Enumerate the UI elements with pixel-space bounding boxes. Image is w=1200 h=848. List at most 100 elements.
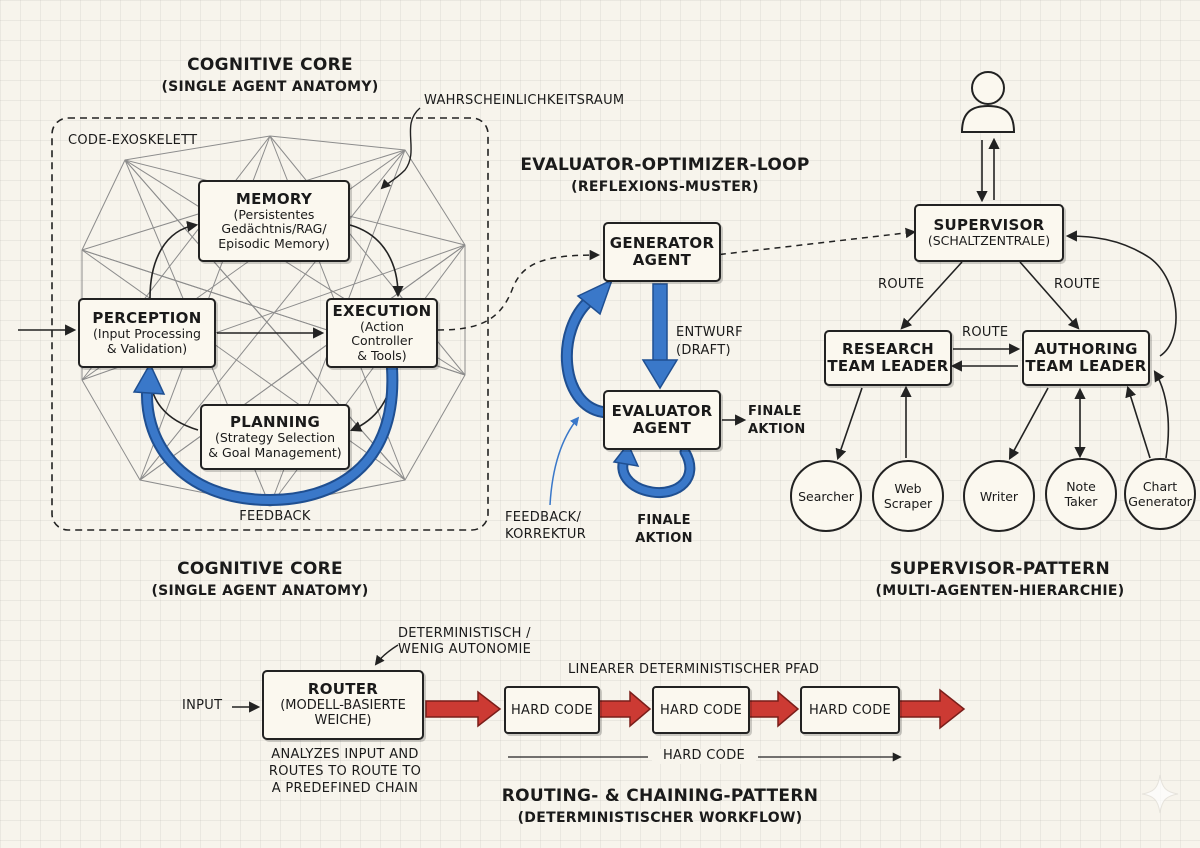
- evaluator-line: EVALUATOR: [611, 401, 713, 420]
- worker-label: Searcher: [798, 488, 854, 504]
- feedback-correction-line: FEEDBACK/: [505, 510, 582, 525]
- execution-title: EXECUTION: [332, 301, 432, 320]
- generator-to-supervisor-link: [697, 227, 917, 258]
- authoring-leader-line: AUTHORING: [1034, 339, 1138, 358]
- chain-red-arrows: [425, 688, 966, 730]
- supervisor-to-authoring-arrow: [1019, 261, 1080, 330]
- planning-desc-line: (Strategy Selection: [214, 430, 335, 446]
- worker-web-scraper: Web Scraper: [872, 460, 944, 532]
- user-icon: [960, 71, 1016, 133]
- probability-space-label: WAHRSCHEINLICHKEITSRAUM: [424, 93, 625, 108]
- route-label-left: ROUTE: [878, 277, 925, 292]
- final-action-bottom-line: AKTION: [635, 531, 693, 546]
- router-description-line: ROUTES TO ROUTE TO: [268, 764, 422, 779]
- worker-label: Generator: [1128, 494, 1192, 509]
- route-label-middle: ROUTE: [962, 325, 1009, 340]
- perception-box: PERCEPTION (Input Processing & Validatio…: [78, 298, 216, 368]
- worker-chart-generator: Chart Generator: [1124, 458, 1196, 530]
- code-exoskeleton-label: CODE-EXOSKELETT: [68, 133, 198, 148]
- memory-desc-line: Gedächtnis/RAG/: [221, 221, 327, 237]
- evaluator-agent-box: EVALUATOR AGENT: [603, 390, 721, 450]
- route-label-right: ROUTE: [1054, 277, 1101, 292]
- router-description-line: A PREDEFINED CHAIN: [271, 781, 419, 796]
- determinism-pointer: [374, 644, 399, 666]
- worker-label: Scraper: [883, 496, 933, 511]
- perception-to-memory-arrow: [149, 220, 199, 299]
- memory-to-execution-arrow: [349, 224, 404, 298]
- authoring-to-writer-arrow: [1008, 387, 1049, 460]
- hard-code-step: HARD CODE: [504, 686, 600, 734]
- supervisor-pattern-subtitle: (MULTI-AGENTEN-HIERARCHIE): [875, 583, 1125, 599]
- router-title: ROUTER: [307, 680, 379, 699]
- final-action-right-line: FINALE: [748, 404, 802, 419]
- linear-path-label: LINEARER DETERMINISTISCHER PFAD: [568, 662, 820, 677]
- feedback-correction-line: KORREKTUR: [505, 527, 587, 542]
- supervisor-desc: (SCHALTZENTRALE): [927, 233, 1051, 249]
- memory-desc-line: Episodic Memory): [218, 235, 330, 251]
- draft-arrow-head: [641, 359, 679, 390]
- cognitive-core-bottom-title: COGNITIVE CORE: [177, 559, 343, 579]
- research-to-searcher-arrow: [835, 387, 863, 461]
- input-label: INPUT: [182, 698, 223, 713]
- supervisor-to-research-arrow: [900, 261, 963, 330]
- supervisor-title: SUPERVISOR: [933, 216, 1045, 235]
- memory-box: MEMORY (Persistentes Gedächtnis/RAG/ Epi…: [198, 180, 350, 262]
- generator-agent-box: GENERATOR AGENT: [603, 222, 721, 282]
- hard-code-step: HARD CODE: [652, 686, 750, 734]
- worker-label: Taker: [1064, 494, 1098, 509]
- worker-note-taker: Note Taker: [1045, 458, 1117, 530]
- cognitive-core-title: COGNITIVE CORE: [187, 55, 353, 75]
- evaluator-line: AGENT: [632, 419, 692, 437]
- routing-pattern-subtitle: (DETERMINISTISCHER WORKFLOW): [517, 810, 803, 826]
- planning-box: PLANNING (Strategy Selection & Goal Mana…: [200, 404, 350, 470]
- router-desc-line: (MODELL-BASIERTE: [280, 697, 406, 713]
- planning-desc-line: & Goal Management): [208, 444, 342, 460]
- feedback-label: FEEDBACK: [239, 509, 311, 524]
- determinism-note-line: WENIG AUTONOMIE: [398, 642, 532, 657]
- draft-arrow-shaft: [652, 283, 668, 363]
- execution-desc-line: & Tools): [357, 347, 407, 363]
- execution-to-generator-link: [437, 249, 601, 331]
- determinism-note-line: DETERMINISTISCH /: [398, 626, 531, 641]
- worker-searcher: Searcher: [790, 460, 862, 532]
- code-exoskeleton-frame: [51, 117, 489, 531]
- sparkle-icon: [1141, 774, 1179, 814]
- perception-desc-line: (Input Processing: [93, 326, 201, 342]
- cognitive-core-bottom-subtitle: (SINGLE AGENT ANATOMY): [151, 583, 369, 599]
- perception-title: PERCEPTION: [92, 309, 202, 327]
- router-box: ROUTER (MODELL-BASIERTE WEICHE): [262, 670, 424, 740]
- perception-desc-line: & Validation): [106, 340, 188, 356]
- supervisor-pattern-title: SUPERVISOR-PATTERN: [889, 559, 1111, 579]
- generator-line: AGENT: [632, 251, 692, 269]
- draft-label-line: ENTWURF: [676, 325, 743, 340]
- evaluator-loop-subtitle: (REFLEXIONS-MUSTER): [571, 179, 759, 195]
- supervisor-box: SUPERVISOR (SCHALTZENTRALE): [914, 204, 1064, 262]
- feedback-correction-pointer: [549, 416, 580, 506]
- probability-pointer: [380, 107, 421, 190]
- hard-code-step: HARD CODE: [800, 686, 900, 734]
- memory-desc-line: (Persistentes: [233, 207, 315, 223]
- authoring-to-supervisor-return: [1065, 230, 1177, 357]
- worker-label: Web: [894, 481, 922, 496]
- research-leader-box: RESEARCH TEAM LEADER: [824, 330, 952, 386]
- worker-writer: Writer: [963, 460, 1035, 532]
- feedback-loop-arrowhead: [132, 362, 166, 395]
- cognitive-core-subtitle: (SINGLE AGENT ANATOMY): [161, 79, 379, 95]
- planning-title: PLANNING: [229, 413, 321, 431]
- chartgen-to-authoring-arrow-2: [1153, 370, 1170, 459]
- router-description-line: ANALYZES INPUT AND: [271, 747, 419, 762]
- final-action-bottom-line: FINALE: [637, 513, 691, 528]
- routing-pattern-title: ROUTING- & CHAINING-PATTERN: [501, 786, 819, 806]
- final-action-right-line: AKTION: [748, 422, 806, 437]
- memory-title: MEMORY: [235, 189, 313, 208]
- research-leader-line: TEAM LEADER: [827, 357, 949, 375]
- worker-label: Writer: [979, 488, 1019, 504]
- worker-label: Note: [1066, 479, 1096, 494]
- draft-label-line: (DRAFT): [676, 343, 731, 358]
- generator-line: GENERATOR: [609, 233, 715, 252]
- hard-code-axis-label: HARD CODE: [652, 748, 756, 764]
- execution-desc-line: (Action Controller: [351, 319, 413, 349]
- router-desc-line: WEICHE): [314, 712, 372, 728]
- execution-box: EXECUTION (Action Controller & Tools): [326, 298, 438, 368]
